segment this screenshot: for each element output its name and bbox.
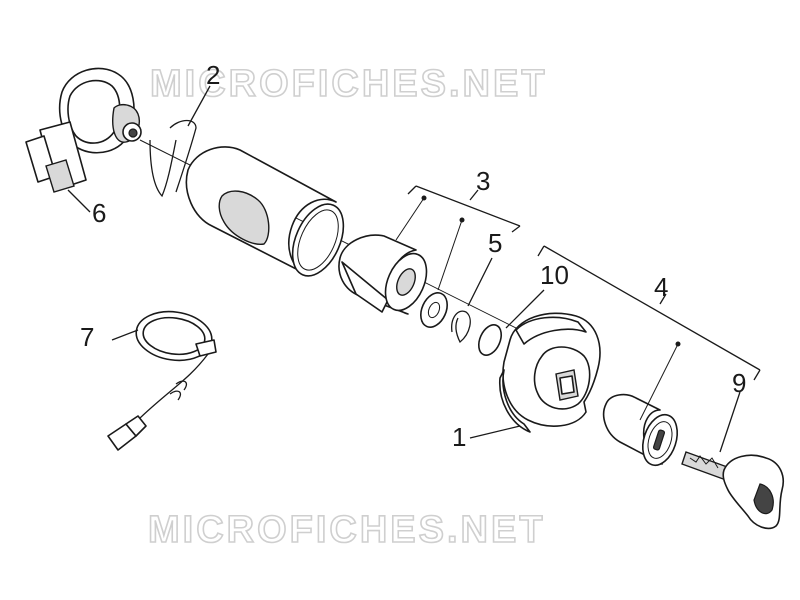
- part-sleeve-tube: [185, 146, 345, 277]
- bracket-4: [537, 245, 761, 421]
- part-6-switch-body: [25, 67, 142, 213]
- callout-1: 1: [452, 422, 466, 452]
- part-3-washer: [420, 292, 448, 328]
- callout-2: 2: [206, 60, 220, 90]
- part-1-lock-housing: [469, 312, 601, 439]
- part-3-bushing: [338, 234, 428, 315]
- part-2-spring-clip: [149, 85, 211, 198]
- callout-9: 9: [732, 368, 746, 398]
- part-10-o-ring: [477, 289, 545, 356]
- callout-6: 6: [92, 198, 106, 228]
- callout-3: 3: [476, 166, 490, 196]
- part-7-antenna-ring: [107, 310, 217, 451]
- watermark-top: MICROFICHES.NET: [150, 63, 548, 105]
- callout-5: 5: [488, 228, 502, 258]
- part-5-small-clip: [451, 257, 493, 344]
- watermark-bottom: MICROFICHES.NET: [148, 509, 546, 551]
- callout-7: 7: [80, 322, 94, 352]
- callout-4: 4: [654, 272, 668, 302]
- part-4-lock-cylinder: [602, 393, 679, 467]
- bracket-3: [395, 185, 521, 291]
- callout-10: 10: [540, 260, 569, 290]
- part-9-key: [681, 391, 784, 530]
